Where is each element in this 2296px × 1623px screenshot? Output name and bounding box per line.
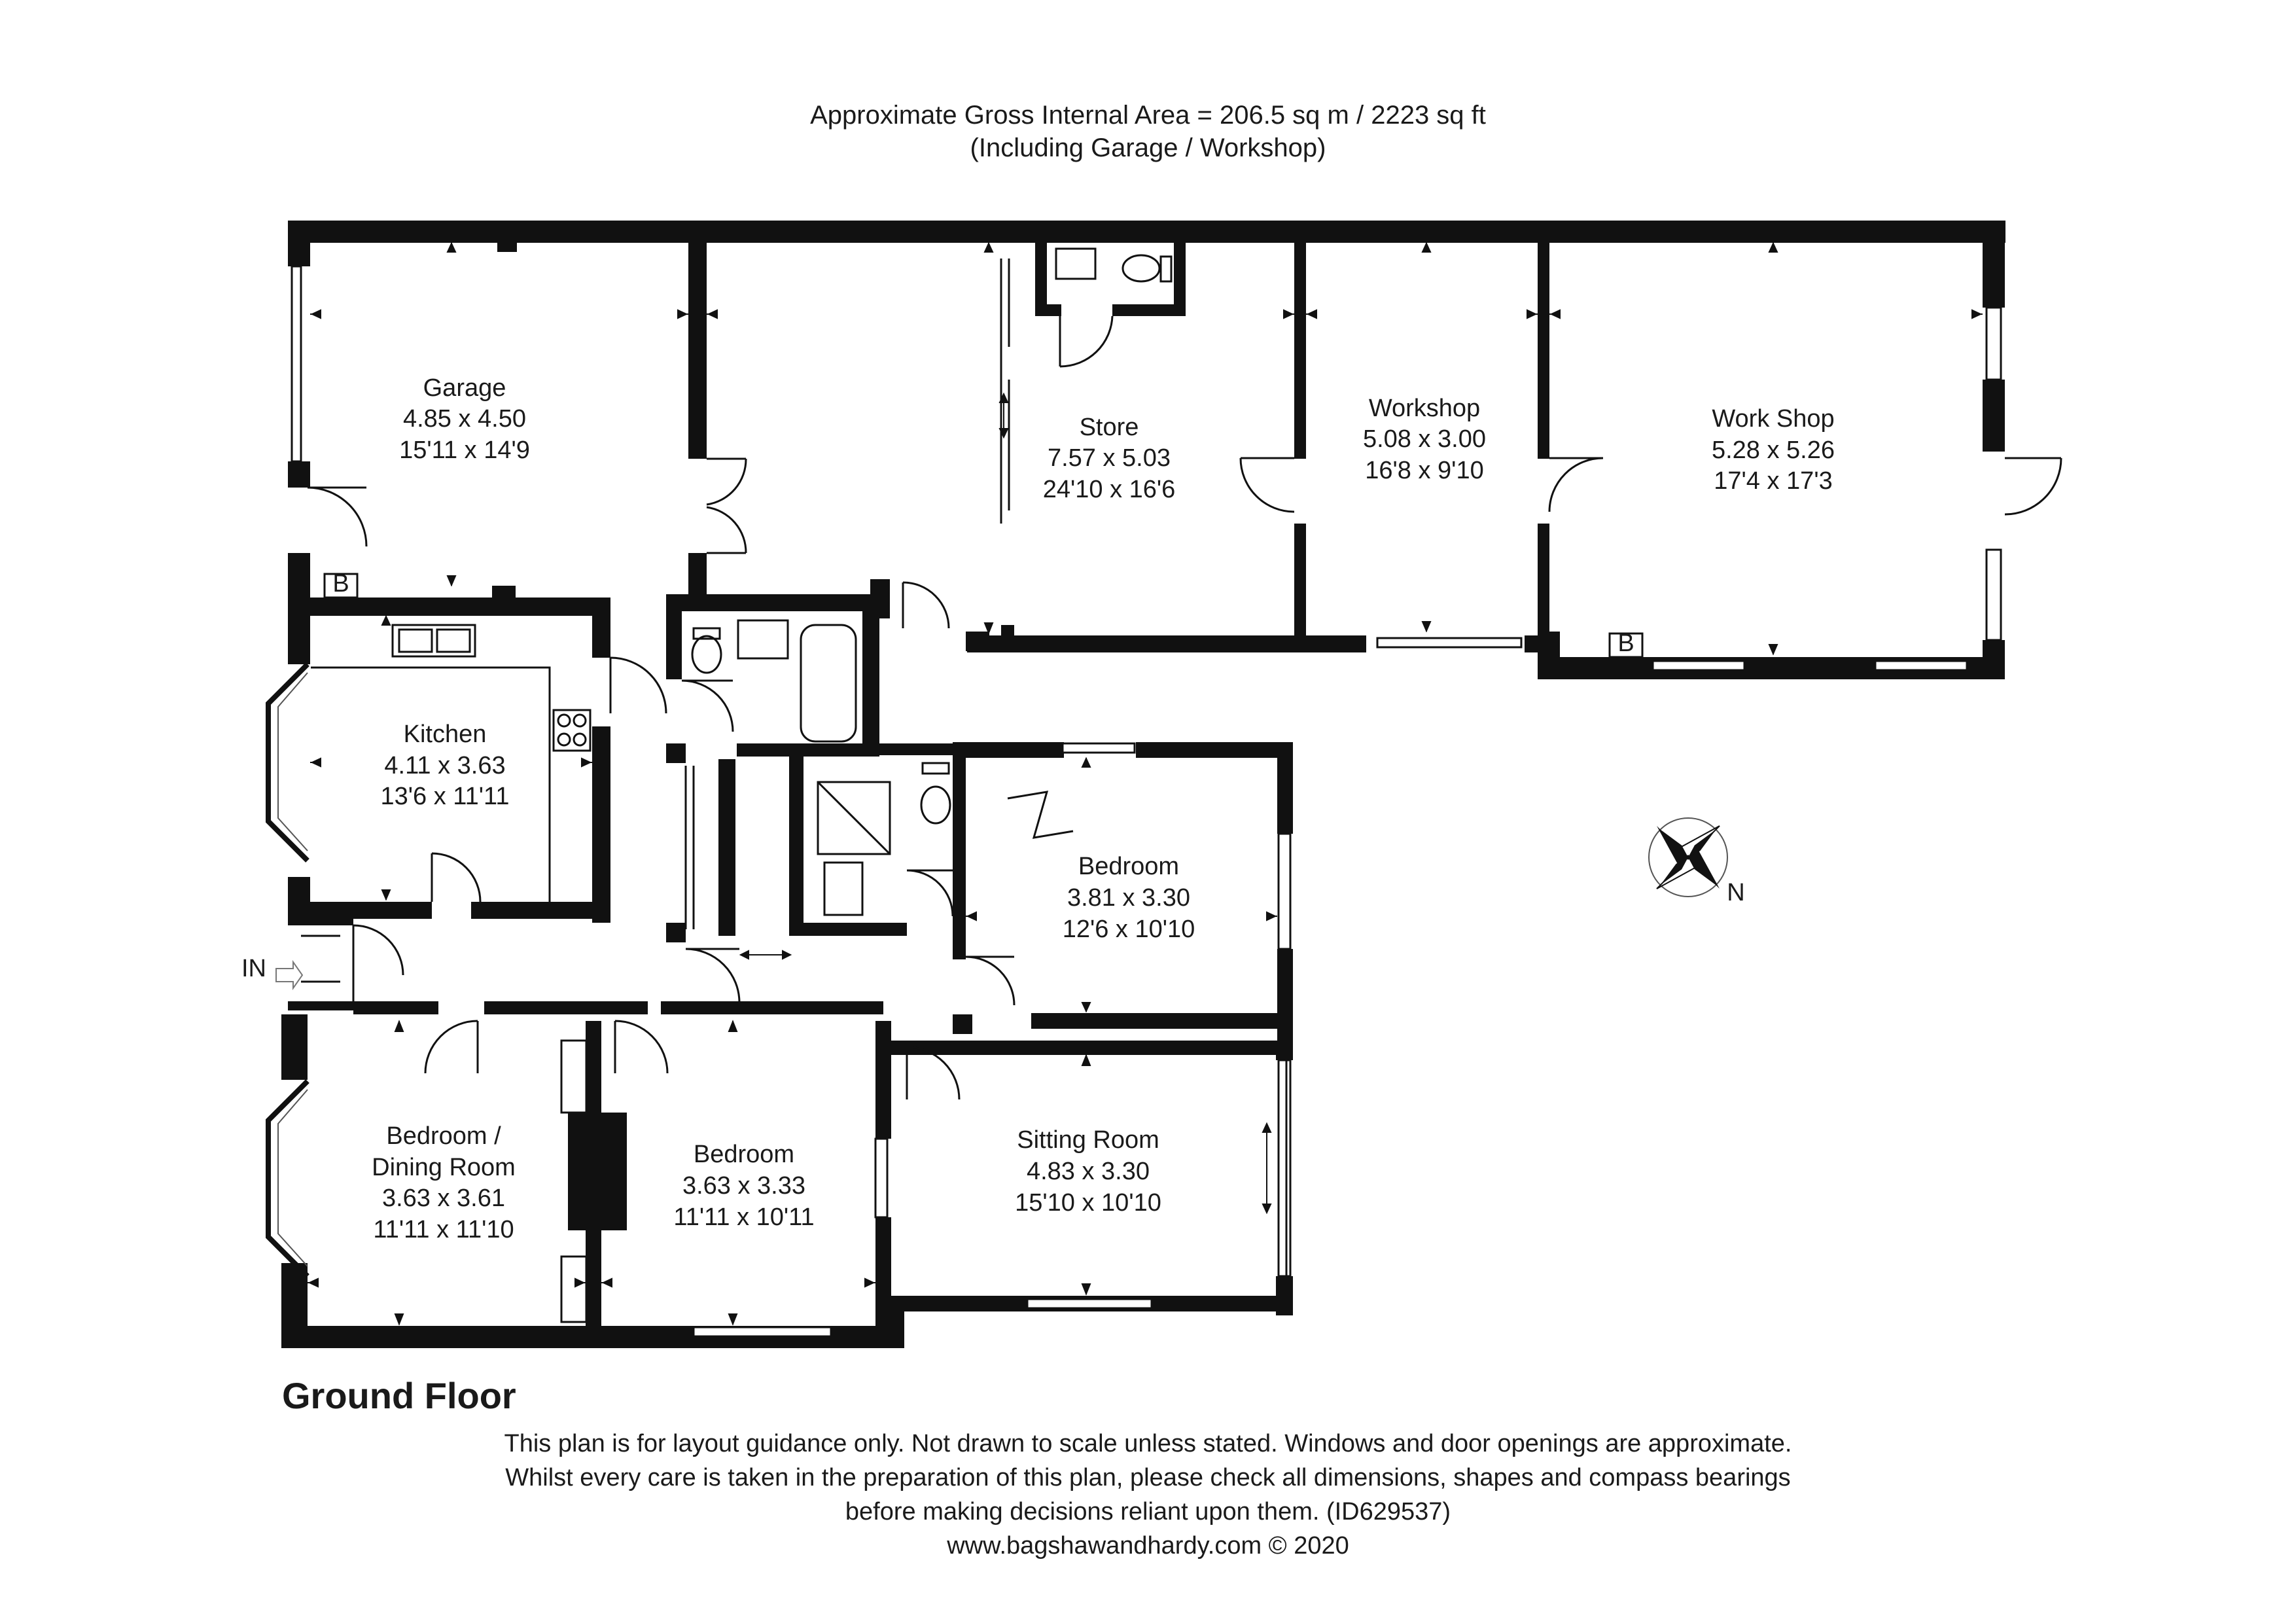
north-label: N <box>1727 879 1744 906</box>
garage-metric: 4.85 x 4.50 <box>403 405 526 433</box>
workshop-imperial: 16'8 x 9'10 <box>1365 457 1483 484</box>
bedroom-dining-imperial: 11'11 x 11'10 <box>373 1216 514 1243</box>
garage-name: Garage <box>423 374 506 402</box>
area-subheading: (Including Garage / Workshop) <box>970 134 1326 162</box>
boiler-marker-workshop: B <box>1617 630 1634 657</box>
area-heading: Approximate Gross Internal Area = 206.5 … <box>810 101 1486 130</box>
boiler-marker-garage: B <box>332 570 349 597</box>
dimension-arrows <box>308 241 1983 1326</box>
bedroom-dining-name-2: Dining Room <box>372 1154 516 1181</box>
bedroom-east-metric: 3.81 x 3.30 <box>1067 884 1190 912</box>
kitchen-imperial: 13'6 x 11'11 <box>381 783 510 810</box>
kitchen-name: Kitchen <box>404 721 487 748</box>
store-metric: 7.57 x 5.03 <box>1048 444 1171 472</box>
bedroom-east-name: Bedroom <box>1078 853 1179 880</box>
room-labels: Garage 4.85 x 4.50 15'11 x 14'9 Store 7.… <box>372 374 1835 1243</box>
store-name: Store <box>1080 414 1139 441</box>
bay-windows <box>266 662 309 1278</box>
entrance-label: IN <box>241 955 266 982</box>
work-shop-metric: 5.28 x 5.26 <box>1712 437 1835 464</box>
workshop-name: Workshop <box>1369 395 1480 422</box>
fixtures <box>311 247 1173 1323</box>
sliding-panels <box>684 259 1288 1276</box>
work-shop-name: Work Shop <box>1712 405 1834 433</box>
work-shop-imperial: 17'4 x 17'3 <box>1714 467 1832 495</box>
bedroom-middle-name: Bedroom <box>694 1141 794 1168</box>
garage-imperial: 15'11 x 14'9 <box>399 437 530 464</box>
disclaimer-line-1: This plan is for layout guidance only. N… <box>504 1430 1792 1457</box>
entrance-arrow-icon <box>275 959 304 991</box>
disclaimer-line-4: www.bagshawandhardy.com © 2020 <box>947 1532 1349 1560</box>
bedroom-east-imperial: 12'6 x 10'10 <box>1063 916 1195 943</box>
bedroom-middle-metric: 3.63 x 3.33 <box>682 1172 805 1200</box>
boiler-box-garage <box>323 573 359 599</box>
bedroom-dining-name-1: Bedroom / <box>386 1122 501 1150</box>
disclaimer-line-2: Whilst every care is taken in the prepar… <box>505 1464 1791 1491</box>
sitting-room-imperial: 15'10 x 10'10 <box>1015 1189 1161 1217</box>
sitting-room-metric: 4.83 x 3.30 <box>1027 1158 1150 1185</box>
workshop-metric: 5.08 x 3.00 <box>1363 425 1486 453</box>
floor-title: Ground Floor <box>282 1375 516 1416</box>
boiler-box-workshop <box>1608 632 1644 658</box>
doors <box>301 315 2062 1100</box>
disclaimer: This plan is for layout guidance only. N… <box>0 1427 2296 1563</box>
bedroom-dining-metric: 3.63 x 3.61 <box>382 1185 505 1212</box>
disclaimer-line-3: before making decisions reliant upon the… <box>845 1498 1451 1525</box>
sitting-room-name: Sitting Room <box>1017 1126 1159 1154</box>
bedroom-middle-imperial: 11'11 x 10'11 <box>673 1204 814 1231</box>
compass-icon <box>1648 817 1728 897</box>
store-imperial: 24'10 x 16'6 <box>1043 476 1176 503</box>
kitchen-metric: 4.11 x 3.63 <box>384 752 505 779</box>
